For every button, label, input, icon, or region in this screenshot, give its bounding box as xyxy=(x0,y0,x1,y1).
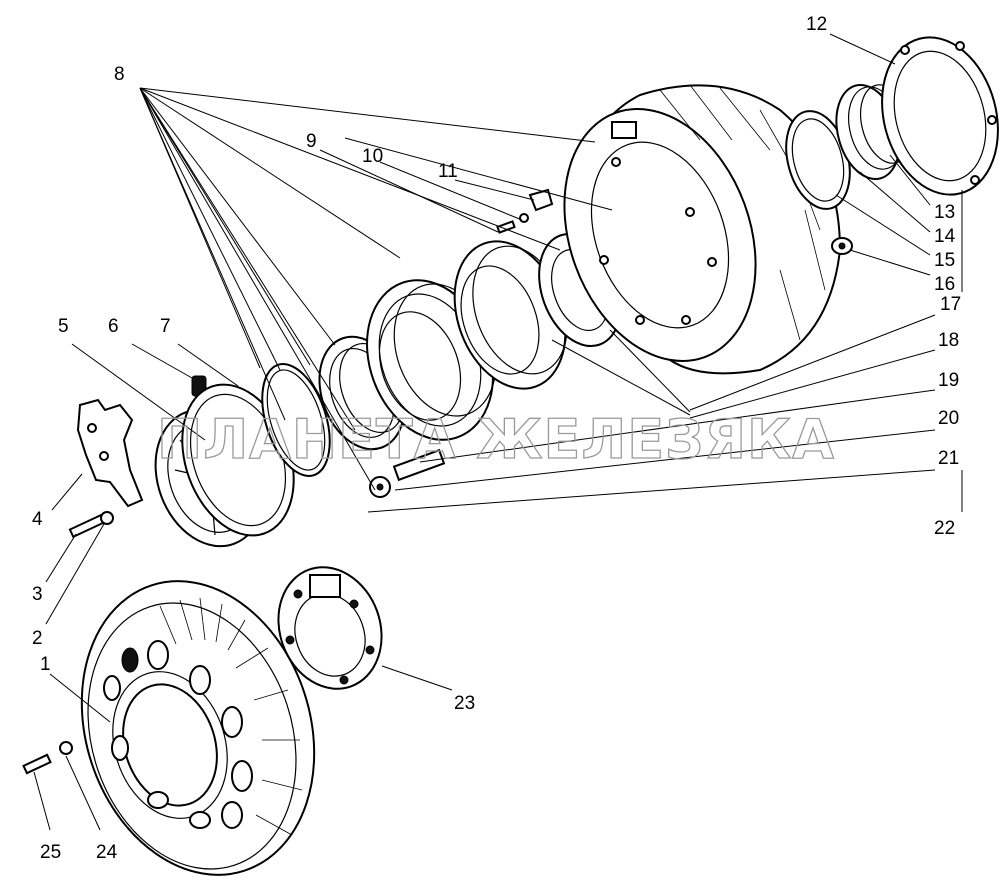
brake-drum xyxy=(563,84,842,375)
nut-16 xyxy=(831,237,853,255)
brake-disc xyxy=(80,580,316,876)
label-16: 16 xyxy=(934,274,955,295)
label-23: 23 xyxy=(454,693,475,714)
nut-21 xyxy=(369,476,391,498)
part-labels: 1 2 3 4 5 6 7 8 9 10 11 12 13 14 15 16 1… xyxy=(32,14,961,863)
label-17: 17 xyxy=(940,294,961,315)
label-2: 2 xyxy=(32,628,43,649)
label-3: 3 xyxy=(32,584,43,605)
label-20: 20 xyxy=(938,408,959,429)
label-10: 10 xyxy=(362,146,383,167)
bolt-20 xyxy=(392,448,446,482)
label-4: 4 xyxy=(32,509,43,530)
leader-lines xyxy=(33,33,963,831)
label-25: 25 xyxy=(40,842,61,863)
retaining-ring xyxy=(261,363,331,477)
washer-10 xyxy=(519,213,529,223)
label-15: 15 xyxy=(934,250,955,271)
washer-24 xyxy=(59,741,73,755)
label-14: 14 xyxy=(934,226,956,247)
label-12: 12 xyxy=(806,14,827,35)
label-19: 19 xyxy=(938,370,959,391)
label-18: 18 xyxy=(938,330,959,351)
label-5: 5 xyxy=(58,316,69,337)
label-24: 24 xyxy=(96,842,118,863)
bolt-25 xyxy=(22,753,52,775)
label-1: 1 xyxy=(40,654,51,675)
label-7: 7 xyxy=(160,316,171,337)
gear-hub xyxy=(453,240,568,390)
watermark: ПЛАНЕТА ЖЕЛЕЗЯКА xyxy=(157,408,835,471)
label-8: 8 xyxy=(114,64,125,85)
bracket xyxy=(76,398,144,508)
label-11: 11 xyxy=(438,161,458,182)
label-22: 22 xyxy=(934,518,955,539)
label-21: 21 xyxy=(938,448,959,469)
end-cover-12 xyxy=(881,36,999,196)
lock-plate-11 xyxy=(528,188,554,212)
label-13: 13 xyxy=(934,202,955,223)
hub-cover-23 xyxy=(277,566,383,690)
bolt-3 xyxy=(68,511,114,539)
label-9: 9 xyxy=(306,131,317,152)
label-6: 6 xyxy=(108,316,119,337)
